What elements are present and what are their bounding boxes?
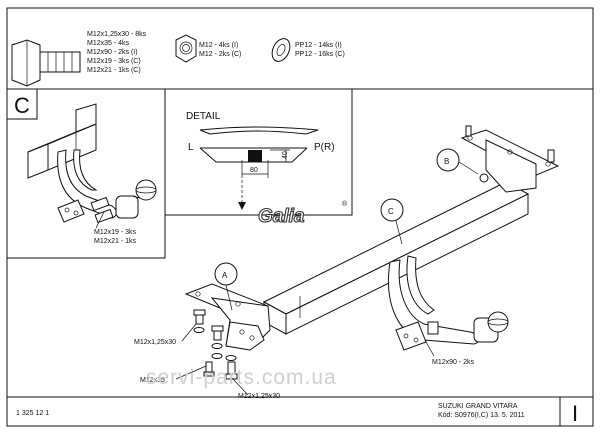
variant-c-bolt-label: M12x21 - 1ks [94, 238, 137, 245]
galia-logo: Galia ® [257, 200, 348, 228]
drawing-code: 1 325 12 1 [16, 410, 49, 417]
bolt-icon [203, 361, 215, 377]
bolt-spec-line: M12x90 - 2ks (I) [87, 49, 138, 56]
nut-spec-line: M12 - 2ks (C) [199, 51, 241, 58]
detail-right-label: P(R) [314, 142, 335, 153]
variant-c-panel: C M12x19 - 3ks M12 [6, 88, 166, 259]
svg-text:B: B [444, 157, 449, 166]
vehicle-name: SUZUKI GRAND VITARA [438, 403, 518, 410]
sheet-number-box [559, 396, 594, 427]
bolt-icon [90, 196, 114, 224]
watermark: servi-parts.com.ua [146, 366, 337, 389]
washer-spec-line: PP12 - 14ks (I) [295, 42, 342, 49]
detail-left-label: L [188, 142, 194, 153]
label-m12-125x30: M12x1,25x30 [238, 393, 280, 400]
bolt-icon [225, 355, 238, 380]
bolt-spec-line: M12x21 - 1ks (C) [87, 67, 141, 74]
svg-text:®: ® [342, 200, 348, 208]
washer-icon [271, 38, 291, 62]
variant-c-bolt-label: M12x19 - 3ks [94, 229, 137, 236]
bolt-icon [193, 309, 206, 333]
bolt-spec-line: M12x35 - 4ks [87, 40, 130, 47]
svg-text:A: A [222, 271, 228, 280]
svg-text:C: C [388, 207, 394, 216]
sheet-number: I [572, 401, 578, 426]
bolt-spec-line: M12x19 - 3ks (C) [87, 58, 141, 65]
bumper-outline [199, 126, 319, 131]
dimension-width: 80 [250, 167, 258, 174]
socket-plate [395, 321, 439, 351]
washer-spec-line: PP12 - 16ks (C) [295, 51, 345, 58]
callout-a: A [214, 262, 238, 311]
arrow-down-icon [238, 202, 246, 210]
socket-plate [57, 199, 85, 223]
callout-b: B [436, 148, 479, 175]
bolt-icon [11, 39, 81, 87]
dimension-height: 40 [282, 151, 289, 159]
nut-icon [175, 34, 197, 63]
code-line: Kód: S0976(I,C) 13. 5. 2011 [438, 412, 525, 419]
detail-title: DETAIL [186, 111, 221, 122]
bracket-a [184, 283, 271, 351]
detail-panel: DETAIL L P(R) 80 40 [165, 88, 353, 216]
callout-c: C [380, 198, 404, 245]
svg-text:Galia: Galia [258, 206, 305, 227]
label-m12x90: M12x90 - 2ks [432, 359, 475, 366]
label-m12x35: M12x35 [140, 377, 165, 384]
bracket-b [460, 125, 560, 193]
label-m12-125x30: M12x1,25x30 [134, 339, 176, 346]
bolt-icon [211, 325, 224, 359]
tow-ball-icon [473, 311, 509, 343]
nut-spec-line: M12 - 4ks (I) [199, 42, 238, 49]
bolt-spec-line: M12x1,25x30 - 8ks [87, 31, 147, 38]
tow-ball-icon [115, 179, 157, 219]
cutout-mark [248, 150, 262, 162]
variant-c-letter: C [14, 93, 30, 118]
